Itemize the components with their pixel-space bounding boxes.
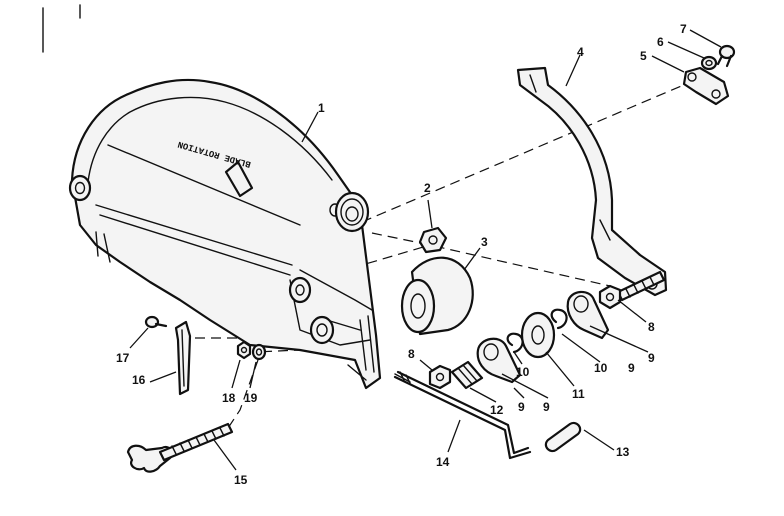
lock-washer <box>700 55 718 71</box>
callout-1: 1 <box>318 101 325 115</box>
callout-9-right: 9 <box>628 361 635 375</box>
callout-13: 13 <box>616 445 630 459</box>
spring-washer-right <box>550 308 568 330</box>
small-nut <box>236 340 252 360</box>
spacer <box>450 360 484 390</box>
small-lockwasher <box>251 343 267 361</box>
flat-washer <box>520 311 556 359</box>
callout-9-far-left: 9 <box>518 400 525 414</box>
callout-4: 4 <box>577 45 584 59</box>
callout-18: 18 <box>222 391 236 405</box>
hex-nut <box>598 284 622 310</box>
bracket-clamp <box>682 66 730 106</box>
callout-16: 16 <box>132 373 146 387</box>
hex-nut-left <box>428 364 452 390</box>
callout-6: 6 <box>657 35 664 49</box>
callout-14: 14 <box>436 455 450 469</box>
callout-19: 19 <box>244 391 258 405</box>
spring-washer-left <box>506 332 524 354</box>
square-nut <box>418 226 448 254</box>
callout-5: 5 <box>640 49 647 63</box>
rod <box>393 370 532 460</box>
clip <box>174 320 192 396</box>
leader-lines <box>129 29 722 471</box>
callout-11: 11 <box>572 387 585 401</box>
callout-8-left: 8 <box>408 347 415 361</box>
callout-7: 7 <box>680 22 687 36</box>
callout-15: 15 <box>234 473 248 487</box>
pin <box>544 421 582 453</box>
small-screw <box>144 315 168 329</box>
callout-12: 12 <box>490 403 504 417</box>
callout-10-left: 10 <box>516 365 530 379</box>
callout-3: 3 <box>481 235 488 249</box>
callout-17: 17 <box>116 351 130 365</box>
callout-numbers: 1 2 3 4 5 6 7 8 8 9 9 9 9 10 10 11 12 13… <box>116 22 687 487</box>
wing-bolt <box>126 422 234 473</box>
cam-left <box>476 337 522 384</box>
callout-9-left: 9 <box>543 400 550 414</box>
blade-guard: BLADE ROTATION <box>68 78 382 390</box>
callout-2: 2 <box>424 181 431 195</box>
callout-9-far-right: 9 <box>648 351 655 365</box>
bushing <box>400 256 474 336</box>
callout-10-right: 10 <box>594 361 608 375</box>
callout-8-right: 8 <box>648 320 655 334</box>
cam-right <box>566 290 610 340</box>
screw <box>716 44 736 68</box>
